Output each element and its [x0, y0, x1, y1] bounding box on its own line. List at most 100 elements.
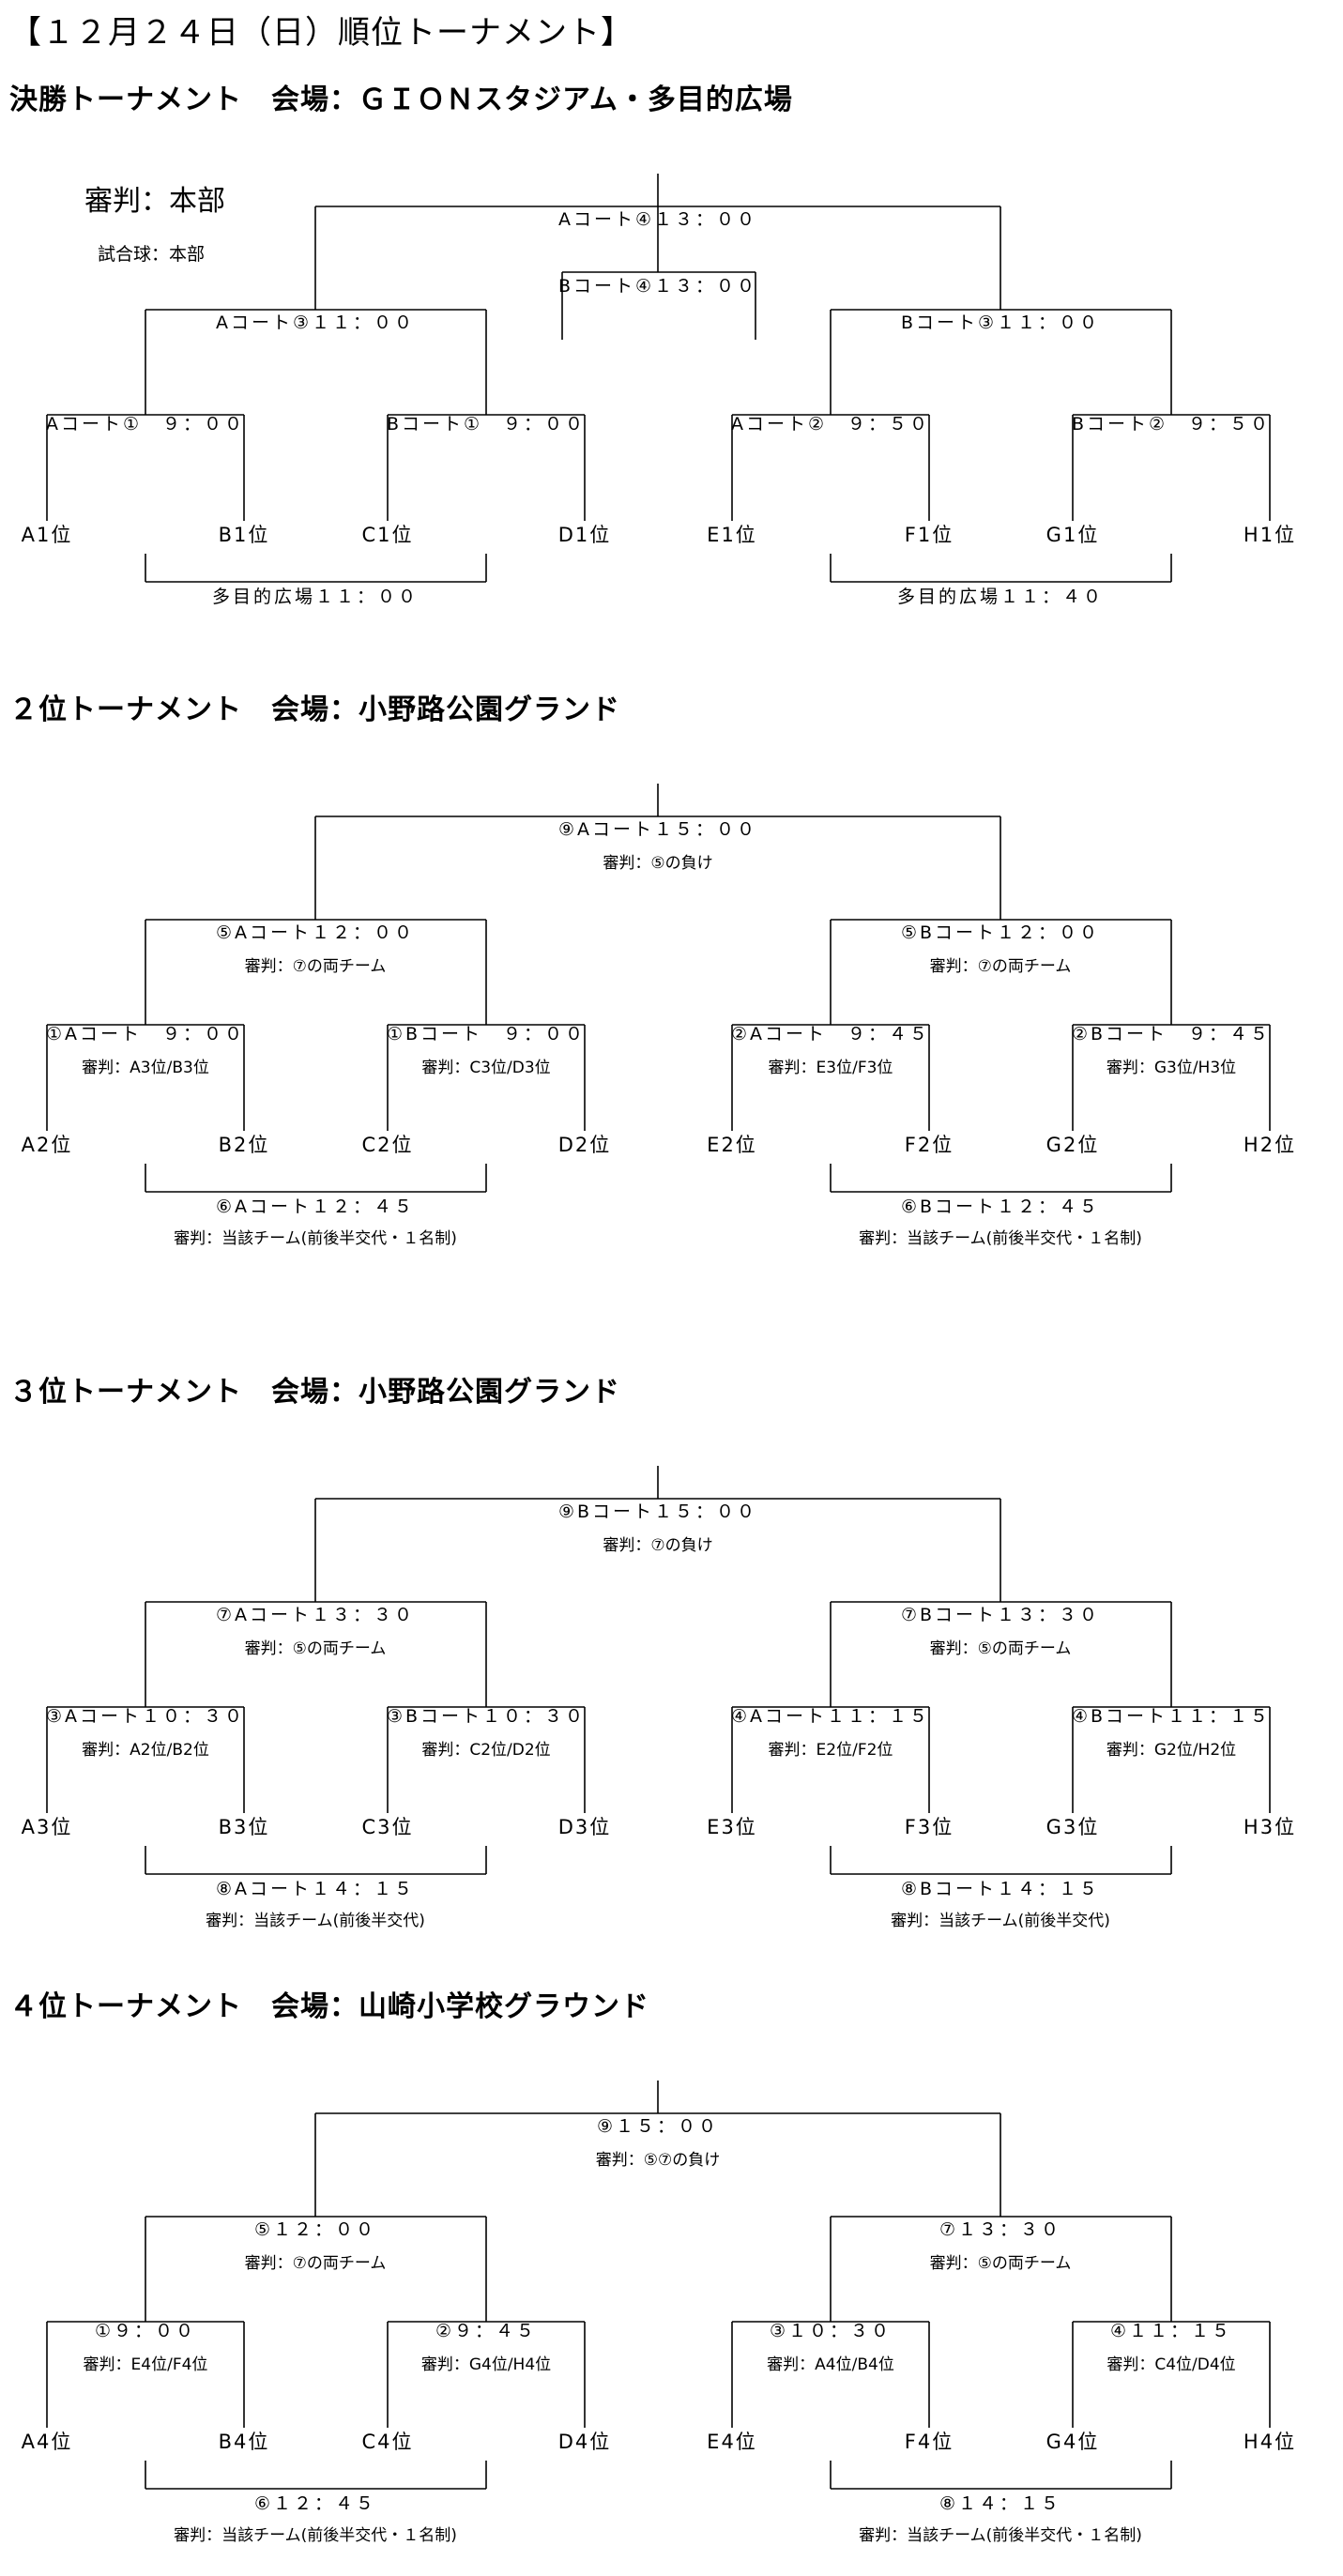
bracket-lines [46, 784, 1271, 1193]
quarter-3-referee-label: 審判：E2位/F2位 [768, 1741, 893, 1760]
quarter-4-match-label: ②Bコート ９：４５ [1071, 1024, 1272, 1044]
team-slot: G3位 [1045, 1816, 1100, 1838]
team-slot: H1位 [1243, 524, 1297, 546]
semi-left-match-label: ⑦Aコート１３：３０ [215, 1605, 416, 1625]
consolation-left-match-label: ⑥１２：４５ [253, 2493, 377, 2514]
section-title-fourth: ４位トーナメント 会場：山崎小学校グラウンド [9, 1990, 649, 2023]
quarter-1-match-label: Aコート① ９：００ [45, 414, 246, 434]
consolation-right-match-label: ⑥Bコート１２：４５ [900, 1197, 1101, 1217]
final-referee-label: 審判：⑤の負け [603, 854, 713, 873]
section-title-second: ２位トーナメント 会場：小野路公園グランド [9, 694, 620, 726]
consolation-right-match-label: 多目的広場１１：４０ [896, 587, 1105, 607]
team-slot: C3位 [361, 1816, 414, 1838]
quarter-4-match-label: Bコート② ９：５０ [1071, 414, 1272, 434]
quarter-4-referee-label: 審判：G2位/H2位 [1106, 1741, 1237, 1760]
final-referee-label: 審判：⑦の負け [603, 1536, 713, 1555]
team-slot: G1位 [1045, 524, 1100, 546]
quarter-4-match-label: ④１１：１５ [1109, 2321, 1233, 2341]
team-slot: F1位 [904, 524, 954, 546]
team-slot: B4位 [218, 2431, 270, 2453]
team-slot: A4位 [21, 2431, 73, 2453]
team-slot: E4位 [707, 2431, 757, 2453]
team-slot: C1位 [361, 524, 414, 546]
team-slot: G2位 [1045, 1134, 1100, 1156]
quarter-2-referee-label: 審判：G4位/H4位 [420, 2355, 552, 2374]
quarter-1-referee-label: 審判：A2位/B2位 [82, 1741, 209, 1760]
team-slot: D2位 [557, 1134, 612, 1156]
team-slot: E3位 [707, 1816, 757, 1838]
final-match-label: Aコート④１３：００ [557, 209, 758, 230]
semi-right-referee-label: 審判：⑤の両チーム [929, 2254, 1072, 2273]
final-match-label: ⑨Aコート１５：００ [557, 819, 758, 840]
team-slot: G4位 [1045, 2431, 1100, 2453]
team-slot: A2位 [21, 1134, 73, 1156]
team-slot: H4位 [1243, 2431, 1297, 2453]
consolation-left-match-label: 多目的広場１１：００ [211, 587, 420, 607]
bracket-lines [46, 1466, 1271, 1875]
team-slot: B1位 [218, 524, 270, 546]
bracket-lines [46, 174, 1271, 583]
section-title-third: ３位トーナメント 会場：小野路公園グランド [9, 1376, 620, 1409]
team-slot: A3位 [21, 1816, 73, 1838]
quarter-1-referee-label: 審判：E4位/F4位 [83, 2355, 208, 2374]
quarter-1-match-label: ③Aコート１０：３０ [45, 1706, 246, 1727]
quarter-2-match-label: ①Bコート ９：００ [386, 1024, 587, 1044]
bracket-lines [46, 2081, 1271, 2490]
consolation-right-referee-label: 審判：当該チーム(前後半交代) [891, 1912, 1110, 1930]
quarter-1-referee-label: 審判：A3位/B3位 [82, 1059, 209, 1077]
third-place-match-label: Bコート④１３：００ [557, 276, 758, 297]
quarter-3-match-label: ②Aコート ９：４５ [730, 1024, 931, 1044]
final-ball-note: 試合球：本部 [98, 244, 206, 265]
team-slot: D3位 [557, 1816, 612, 1838]
team-slot: B2位 [218, 1134, 270, 1156]
semi-right-match-label: ⑦１３：３０ [939, 2219, 1062, 2240]
semi-left-referee-label: 審判：⑦の両チーム [244, 957, 387, 976]
team-slot: F4位 [904, 2431, 954, 2453]
consolation-right-match-label: ⑧Bコート１４：１５ [900, 1879, 1101, 1899]
semi-right-referee-label: 審判：⑤の両チーム [929, 1639, 1072, 1658]
team-slot: F2位 [904, 1134, 954, 1156]
quarter-3-referee-label: 審判：A4位/B4位 [767, 2355, 894, 2374]
final-match-label: ⑨１５：００ [596, 2116, 720, 2137]
semi-right-match-label: Bコート③１１：００ [900, 312, 1101, 333]
bracket-fourth: ⑨１５：００ 審判：⑤⑦の負け ⑤１２：００ 審判：⑦の両チーム ⑦１３：３０ 審判：⑤の… [0, 1907, 1343, 2544]
consolation-left-match-label: ⑥Aコート１２：４５ [215, 1197, 416, 1217]
team-slot: F3位 [904, 1816, 954, 1838]
page-title: 【１２月２４日（日）順位トーナメント】 [9, 14, 633, 52]
final-referee-label: 審判：⑤⑦の負け [595, 2151, 721, 2170]
quarter-4-referee-label: 審判：G3位/H3位 [1106, 1059, 1237, 1077]
quarter-2-match-label: ③Bコート１０：３０ [386, 1706, 587, 1727]
semi-left-match-label: ⑤１２：００ [253, 2219, 377, 2240]
semi-right-match-label: ⑤Bコート１２：００ [900, 922, 1101, 943]
quarter-1-match-label: ①Aコート ９：００ [45, 1024, 246, 1044]
quarter-2-match-label: ②９：４５ [435, 2321, 538, 2341]
consolation-right-referee-label: 審判：当該チーム(前後半交代・１名制) [859, 1229, 1142, 1248]
team-slot: H2位 [1243, 1134, 1297, 1156]
final-match-label: ⑨Bコート１５：００ [557, 1501, 758, 1522]
consolation-right-referee-label: 審判：当該チーム(前後半交代・１名制) [859, 2526, 1142, 2545]
quarter-2-match-label: Bコート① ９：００ [386, 414, 587, 434]
semi-left-match-label: ⑤Aコート１２：００ [215, 922, 416, 943]
semi-right-referee-label: 審判：⑦の両チーム [929, 957, 1072, 976]
team-slot: E1位 [707, 524, 757, 546]
consolation-left-referee-label: 審判：当該チーム(前後半交代・１名制) [174, 1229, 457, 1248]
quarter-3-match-label: ④Aコート１１：１５ [730, 1706, 931, 1727]
consolation-left-referee-label: 審判：当該チーム(前後半交代) [206, 1912, 425, 1930]
quarter-4-referee-label: 審判：C4位/D4位 [1106, 2355, 1236, 2374]
team-slot: E2位 [707, 1134, 757, 1156]
quarter-1-match-label: ①９：００ [94, 2321, 197, 2341]
quarter-3-referee-label: 審判：E3位/F3位 [768, 1059, 893, 1077]
consolation-right-match-label: ⑧１４：１５ [939, 2493, 1062, 2514]
semi-left-referee-label: 審判：⑤の両チーム [244, 1639, 387, 1658]
quarter-3-match-label: Aコート② ９：５０ [730, 414, 931, 434]
final-referee-note: 審判：本部 [84, 185, 225, 218]
semi-left-referee-label: 審判：⑦の両チーム [244, 2254, 387, 2273]
team-slot: B3位 [218, 1816, 270, 1838]
quarter-3-match-label: ③１０：３０ [769, 2321, 893, 2341]
quarter-2-referee-label: 審判：C2位/D2位 [421, 1741, 551, 1760]
bracket-second: ⑨Aコート１５：００ 審判：⑤の負け ⑤Aコート１２：００ 審判：⑦の両チーム ⑤Bコー… [0, 610, 1343, 1247]
team-slot: D1位 [557, 524, 612, 546]
team-slot: H3位 [1243, 1816, 1297, 1838]
